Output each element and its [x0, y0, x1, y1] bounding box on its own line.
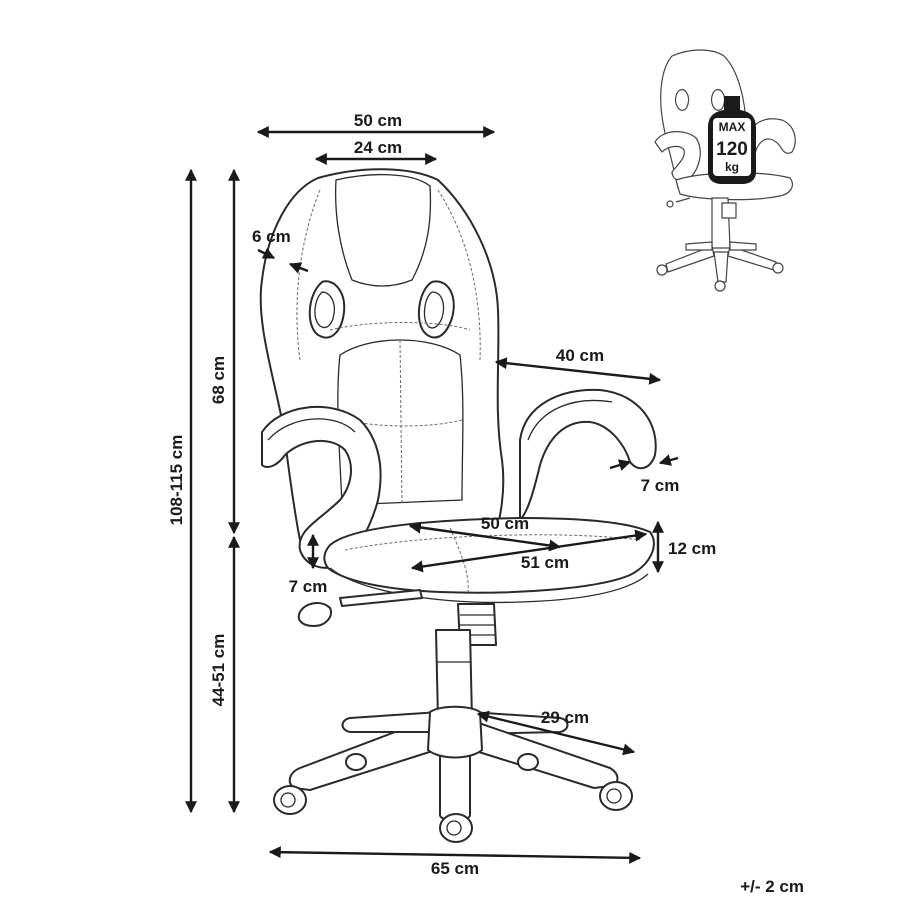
caster-back-right	[517, 753, 539, 771]
label-top-width-outer: 50 cm	[354, 111, 402, 130]
label-armrest-depth: 40 cm	[556, 346, 604, 365]
dim-line-armrest-width-b	[658, 454, 679, 466]
dim-line-seat-depth	[410, 529, 648, 573]
label-armrest-width: 7 cm	[641, 476, 680, 495]
base-leg-left	[288, 714, 443, 791]
base-leg-back-left	[341, 711, 441, 733]
max-load-badge: MAX 120 kg	[708, 96, 756, 184]
label-backrest-thickness: 6 cm	[252, 227, 291, 246]
dim-line-armrest-width-a	[609, 459, 632, 471]
dimension-lines	[185, 126, 679, 864]
headrest-panel	[335, 173, 432, 287]
caster-front	[439, 813, 473, 843]
label-seat-width: 50 cm	[481, 514, 529, 533]
label-seat-thickness: 12 cm	[668, 539, 716, 558]
label-backrest-height: 68 cm	[209, 356, 228, 404]
right-armrest	[519, 388, 657, 521]
dim-line-leg-length	[476, 710, 636, 756]
label-seat-height: 44-51 cm	[209, 634, 228, 707]
backrest	[259, 168, 505, 541]
label-seat-depth: 51 cm	[521, 553, 569, 572]
label-armrest-height: 7 cm	[289, 577, 328, 596]
label-total-height: 108-115 cm	[167, 435, 186, 526]
caster-left	[273, 785, 307, 815]
dim-line-base-width	[268, 846, 642, 864]
dim-line-backrest-thickness-a	[257, 247, 276, 260]
base-hub	[427, 705, 483, 759]
tilt-lever	[339, 589, 423, 607]
left-armrest	[261, 406, 382, 569]
lever-knob	[297, 602, 332, 627]
dimension-labels: 50 cm 24 cm 6 cm 108-115 cm 68 cm 44-51 …	[167, 111, 804, 896]
max-load-value: 120	[716, 139, 748, 160]
caster-right	[599, 781, 633, 811]
label-leg-length: 29 cm	[541, 708, 589, 727]
backrest-opening-right	[417, 280, 455, 339]
dim-line-backrest-thickness-b	[288, 262, 309, 274]
label-base-width: 65 cm	[431, 859, 479, 878]
max-load-unit: kg	[725, 160, 739, 174]
max-load-prefix: MAX	[719, 120, 746, 134]
caster-back-left	[345, 753, 367, 771]
label-tolerance: +/- 2 cm	[740, 877, 804, 896]
chair-illustration	[259, 168, 657, 843]
dim-line-armrest-depth	[494, 357, 662, 385]
label-top-width-inner: 24 cm	[354, 138, 402, 157]
